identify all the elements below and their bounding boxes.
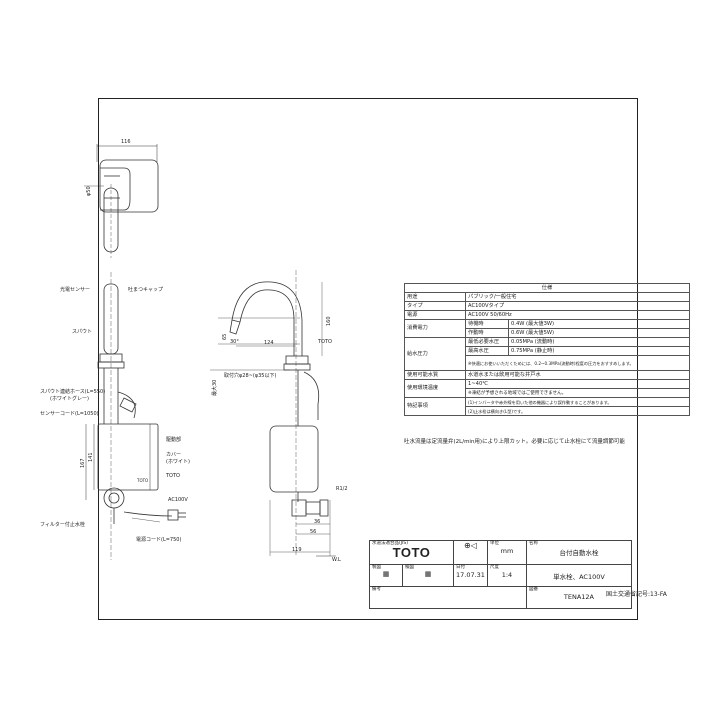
spec-row: 特記事項(1)インバータや赤外線を用いた他の機器により誤作動することがあります。 [404, 397, 690, 416]
registration-code: 国土交通省記号:13-FA [606, 591, 667, 598]
spout-label: スパウト [72, 329, 93, 335]
hose-color-label: (ホワイトグレー) [50, 396, 89, 402]
top-view-drawing [84, 144, 159, 258]
power-cord-label: 電源コード(L=750) [136, 537, 182, 543]
hose-label: スパウト連結ホース(L=550) [40, 389, 106, 395]
drawing-number: TENA12A [563, 593, 594, 601]
jis-label: 水道法適合品(JIS) [372, 541, 409, 546]
mount-hole-label: 取付穴φ28~(φ35以下) [224, 373, 277, 379]
drafter-stamp-icon: ▦ [382, 570, 390, 578]
dim-141: 141 [88, 452, 94, 462]
right-view-drawing [210, 270, 336, 557]
deck-max-label: 最大30 [212, 379, 218, 396]
remarks-label: 備考 [372, 587, 381, 592]
checker-stamp-icon: ▦ [424, 570, 432, 578]
dim-65: 65 [222, 333, 228, 340]
cover-label: カバー [166, 452, 182, 458]
date-value: 17.07.31 [456, 571, 485, 579]
dim-30-deg: 30° [230, 339, 239, 345]
dim-124: 124 [264, 340, 274, 346]
flow-note: 吐水流量は定流量弁(2L/min用)により上限カット。必要に応じて止水栓にて流量… [404, 439, 625, 445]
unit-label: 単位 [489, 541, 499, 546]
scale-label: 尺度 [489, 565, 499, 570]
dim-119: 119 [292, 547, 302, 553]
unit-value: mm [500, 547, 514, 555]
spec-row: (2)止水栓は横向き(L型)です。 [405, 406, 690, 416]
name-label: 名称 [528, 541, 538, 546]
ac-label: AC100V [168, 497, 188, 503]
dim-dia-50: φ50 [86, 186, 92, 196]
scale-value: 1:4 [501, 571, 513, 579]
dim-36: 36 [314, 519, 321, 525]
model-description: 単水栓、AC100V [553, 573, 605, 581]
sensor-label: 光電センサー [60, 287, 91, 293]
spec-row: 用途パブリック/一般住宅 [404, 292, 690, 302]
drafter-label: 製図 [372, 565, 381, 570]
toto-logo: TOTO [392, 545, 431, 560]
drawing-no-label: 図番 [528, 587, 538, 592]
dim-160: 160 [326, 316, 332, 326]
filter-label: フィルター付止水栓 [40, 522, 85, 528]
dim-56: 56 [310, 529, 317, 535]
unit-brand-label: TOTO [166, 473, 180, 479]
thread-label: R1/2 [336, 486, 348, 492]
cover-color-label: (ホワイト) [166, 459, 190, 465]
projection-icon: ⊕◁ [464, 541, 477, 550]
dim-116: 116 [121, 139, 131, 145]
unit-brand: TOTO [137, 478, 149, 483]
title-block: 水道法適合品(JIS) TOTO ⊕◁ 単位 mm 名称 台付自動水栓 製図▦ … [369, 540, 632, 609]
spec-row: 使用可能水質水道水または飲用可能な井戸水 [404, 370, 690, 380]
unit-label: 駆動部 [166, 437, 182, 443]
wl-label: W.L [332, 557, 341, 563]
sensor-cord-label: センサーコード(L=1050) [40, 411, 99, 417]
cap-label: 吐まつキャップ [128, 287, 164, 293]
left-view-drawing [85, 272, 186, 560]
right-view-brand: TOTO [318, 339, 332, 345]
name-value: 台付自動水栓 [559, 549, 599, 557]
dim-167: 167 [80, 458, 86, 468]
date-label: 日付 [456, 565, 465, 570]
spec-title: 仕様 [404, 283, 690, 293]
checker-label: 検図 [405, 565, 414, 570]
